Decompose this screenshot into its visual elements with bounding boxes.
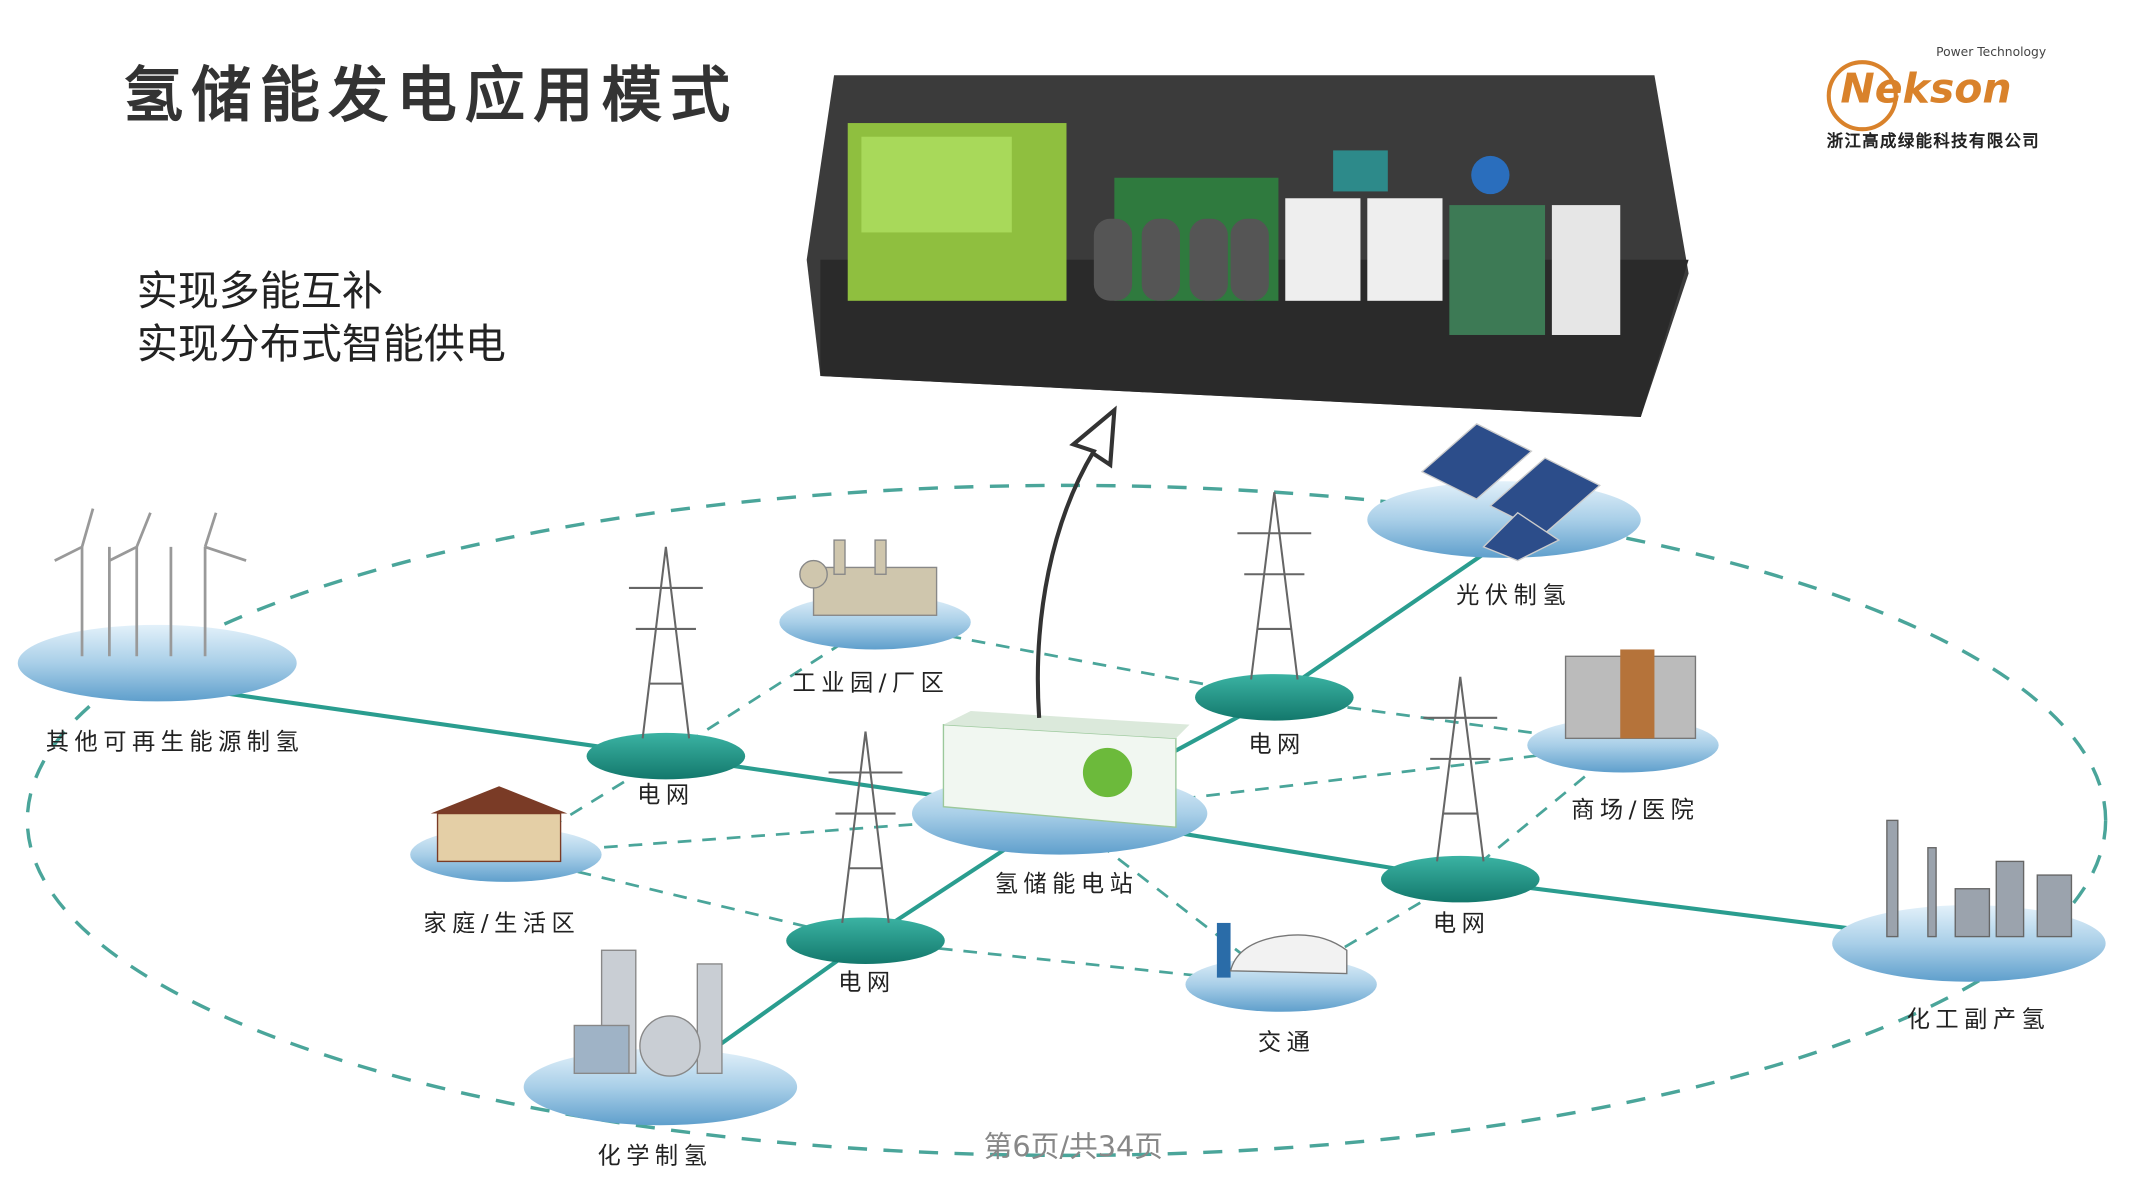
grid-disk [1380, 855, 1540, 903]
subtitle-line-1: 实现多能互补 [136, 267, 383, 316]
house-icon [430, 786, 568, 863]
node-label-chemical: 化学制氢 [597, 1143, 713, 1171]
link [156, 681, 667, 759]
up-arrow-icon [1035, 405, 1117, 718]
building-icon [1564, 649, 1697, 740]
solar-panel-icon [1420, 423, 1601, 562]
node-label-solar: 光伏制氢 [1456, 582, 1572, 610]
node-label-grid: 电网 [838, 969, 896, 997]
hydrogen-station-container-icon [942, 710, 1190, 828]
node-label-home: 家庭/生活区 [423, 910, 581, 938]
pylon-icon [1423, 676, 1498, 862]
node-label-traffic: 交通 [1257, 1029, 1316, 1057]
logo-tagline: Power Technology [1936, 46, 2047, 61]
subtitle-line-2: 实现分布式智能供电 [136, 321, 506, 370]
factory-icon [799, 539, 938, 616]
chemical-plant-icon [573, 949, 723, 1077]
node-label-grid: 电网 [637, 782, 695, 810]
node-label-mall: 商场/医院 [1571, 797, 1700, 825]
grid-disks [586, 674, 1540, 964]
pylon-icon [1237, 492, 1312, 680]
page-number: 第6页/共34页 [983, 1130, 1164, 1164]
byproduct-plant-icon [1886, 819, 2073, 938]
logo-company: 浙江高成绿能科技有限公司 [1826, 131, 2041, 151]
wind-turbine-icons [54, 508, 247, 657]
wind-platform [17, 624, 297, 702]
node-label-station: 氢储能电站 [994, 870, 1139, 899]
grid-disk [786, 917, 945, 964]
logo-ring-icon [1826, 60, 1898, 132]
car-icon [1216, 922, 1348, 978]
link [1273, 538, 1506, 700]
grid-disk [1195, 674, 1354, 721]
node-label-byproduct: 化工副产氢 [1906, 1006, 2051, 1034]
node-label-grid: 电网 [1432, 910, 1491, 938]
pylon-icon [628, 546, 703, 739]
node-label-wind: 其他可再生能源制氢 [45, 728, 305, 757]
company-logo: Power Technology Nekson 浙江高成绿能科技有限公司 [1826, 46, 2100, 158]
pylon-icons [628, 492, 1498, 924]
grid-disk [586, 732, 746, 780]
logo-brand: Nekson [1840, 65, 2012, 114]
page-title: 氢储能发电应用模式 [123, 61, 739, 132]
node-label-industrial: 工业园/厂区 [792, 669, 950, 698]
node-label-grid: 电网 [1248, 731, 1306, 759]
pylon-icon [828, 731, 903, 924]
container-render-image [806, 75, 1689, 418]
dashed-boundary [25, 483, 2108, 1158]
